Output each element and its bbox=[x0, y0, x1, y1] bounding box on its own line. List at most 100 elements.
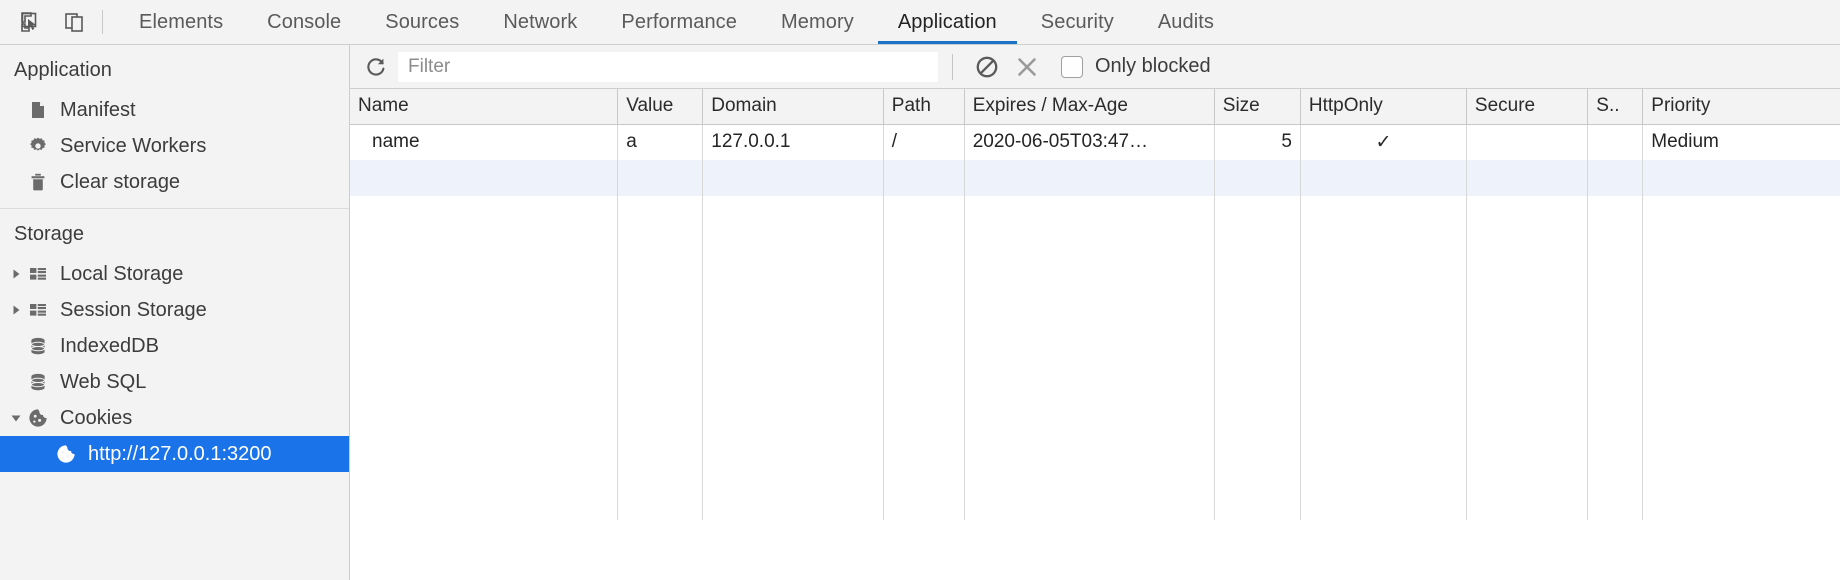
empty-cell bbox=[1214, 304, 1301, 340]
empty-cell bbox=[350, 196, 619, 232]
empty-cell bbox=[1642, 376, 1840, 412]
sidebar-item-indexeddb[interactable]: IndexedDB bbox=[0, 328, 349, 364]
empty-cell bbox=[1642, 268, 1840, 304]
tab-security[interactable]: Security bbox=[1019, 0, 1136, 44]
cell-expires[interactable]: 2020-06-05T03:47… bbox=[964, 124, 1215, 160]
tab-sources[interactable]: Sources bbox=[363, 0, 481, 44]
chevron-right-icon[interactable] bbox=[8, 268, 24, 280]
tab-network[interactable]: Network bbox=[481, 0, 599, 44]
sidebar-item-clear-storage[interactable]: Clear storage bbox=[0, 164, 349, 200]
empty-cell bbox=[1214, 484, 1301, 520]
tab-performance[interactable]: Performance bbox=[599, 0, 759, 44]
column-header-httponly[interactable]: HttpOnly bbox=[1300, 89, 1467, 125]
only-blocked-toggle[interactable]: Only blocked bbox=[1061, 55, 1211, 78]
sidebar-item-cookies[interactable]: Cookies bbox=[0, 400, 349, 436]
empty-cell bbox=[883, 340, 965, 376]
sidebar-item-label: Local Storage bbox=[60, 262, 184, 285]
empty-cell bbox=[1300, 304, 1467, 340]
cell-domain[interactable]: 127.0.0.1 bbox=[702, 124, 884, 160]
sidebar-item-service-workers[interactable]: Service Workers bbox=[0, 128, 349, 164]
inspect-element-icon[interactable] bbox=[16, 7, 46, 37]
database-icon bbox=[26, 370, 50, 394]
sidebar-item-label: Clear storage bbox=[60, 170, 181, 193]
empty-cell bbox=[350, 340, 619, 376]
column-header-expires[interactable]: Expires / Max-Age bbox=[964, 89, 1215, 125]
table-empty-row bbox=[350, 340, 1840, 376]
filler-cell bbox=[1642, 160, 1840, 196]
empty-cell bbox=[350, 304, 619, 340]
device-toolbar-icon[interactable] bbox=[60, 7, 90, 37]
filter-input[interactable] bbox=[398, 51, 938, 82]
sidebar-item-http-127-0-0-1-3200[interactable]: http://127.0.0.1:3200 bbox=[0, 436, 349, 472]
cell-priority[interactable]: Medium bbox=[1642, 124, 1840, 160]
table-empty-row bbox=[350, 484, 1840, 520]
column-header-priority[interactable]: Priority bbox=[1642, 89, 1840, 125]
column-header-samesite[interactable]: S.. bbox=[1587, 89, 1644, 125]
column-header-secure[interactable]: Secure bbox=[1466, 89, 1589, 125]
empty-cell bbox=[1300, 412, 1467, 448]
empty-cell bbox=[702, 340, 884, 376]
column-header-label: Value bbox=[626, 95, 674, 117]
empty-cell bbox=[1642, 232, 1840, 268]
sidebar-item-label: http://127.0.0.1:3200 bbox=[88, 442, 272, 465]
tab-console[interactable]: Console bbox=[245, 0, 363, 44]
column-header-domain[interactable]: Domain bbox=[702, 89, 884, 125]
empty-cell bbox=[1300, 268, 1467, 304]
empty-cell bbox=[1300, 232, 1467, 268]
column-header-name[interactable]: Name bbox=[350, 89, 619, 125]
empty-cell bbox=[1642, 340, 1840, 376]
cell-samesite[interactable] bbox=[1587, 124, 1644, 160]
empty-cell bbox=[883, 268, 965, 304]
sidebar-item-local-storage[interactable]: Local Storage bbox=[0, 256, 349, 292]
sidebar-item-manifest[interactable]: Manifest bbox=[0, 92, 349, 128]
empty-cell bbox=[883, 484, 965, 520]
sidebar-item-session-storage[interactable]: Session Storage bbox=[0, 292, 349, 328]
column-header-label: Priority bbox=[1651, 95, 1711, 117]
sidebar-item-web-sql[interactable]: Web SQL bbox=[0, 364, 349, 400]
tab-application[interactable]: Application bbox=[876, 0, 1019, 44]
refresh-icon[interactable] bbox=[358, 51, 394, 83]
empty-cell bbox=[1214, 412, 1301, 448]
empty-cell bbox=[1466, 196, 1589, 232]
only-blocked-checkbox[interactable] bbox=[1061, 55, 1083, 78]
cell-name[interactable]: name bbox=[350, 124, 619, 160]
empty-cell bbox=[1642, 412, 1840, 448]
empty-cell bbox=[1587, 340, 1644, 376]
column-header-size[interactable]: Size bbox=[1214, 89, 1301, 125]
sidebar-divider bbox=[0, 208, 349, 209]
empty-cell bbox=[617, 484, 704, 520]
chevron-right-icon[interactable] bbox=[8, 304, 24, 316]
clear-all-cookies-icon[interactable] bbox=[967, 51, 1007, 83]
cell-path[interactable]: / bbox=[883, 124, 965, 160]
empty-cell bbox=[1587, 232, 1644, 268]
filler-cell bbox=[702, 160, 884, 196]
document-icon bbox=[26, 98, 50, 122]
tab-elements[interactable]: Elements bbox=[117, 0, 245, 44]
filler-cell bbox=[350, 160, 619, 196]
chevron-down-icon[interactable] bbox=[8, 412, 24, 424]
cookies-toolbar: Only blocked bbox=[350, 45, 1840, 89]
cell-size[interactable]: 5 bbox=[1214, 124, 1301, 160]
tab-label: Security bbox=[1040, 10, 1114, 33]
empty-cell bbox=[883, 448, 965, 484]
tab-audits[interactable]: Audits bbox=[1136, 0, 1236, 44]
tab-memory[interactable]: Memory bbox=[759, 0, 876, 44]
trash-icon bbox=[26, 170, 50, 194]
empty-cell bbox=[1587, 412, 1644, 448]
sidebar-item-label: Manifest bbox=[60, 98, 136, 121]
column-header-path[interactable]: Path bbox=[883, 89, 965, 125]
empty-cell bbox=[883, 376, 965, 412]
cell-httponly[interactable]: ✓ bbox=[1300, 124, 1467, 160]
column-header-label: Secure bbox=[1474, 95, 1536, 117]
toolbar-divider bbox=[952, 53, 953, 80]
cell-value[interactable]: a bbox=[617, 124, 704, 160]
column-header-value[interactable]: Value bbox=[617, 89, 704, 125]
delete-selected-cookie-icon[interactable] bbox=[1007, 51, 1047, 83]
cell-secure[interactable] bbox=[1466, 124, 1589, 160]
empty-cell bbox=[1300, 448, 1467, 484]
tab-label: Audits bbox=[1157, 10, 1215, 33]
